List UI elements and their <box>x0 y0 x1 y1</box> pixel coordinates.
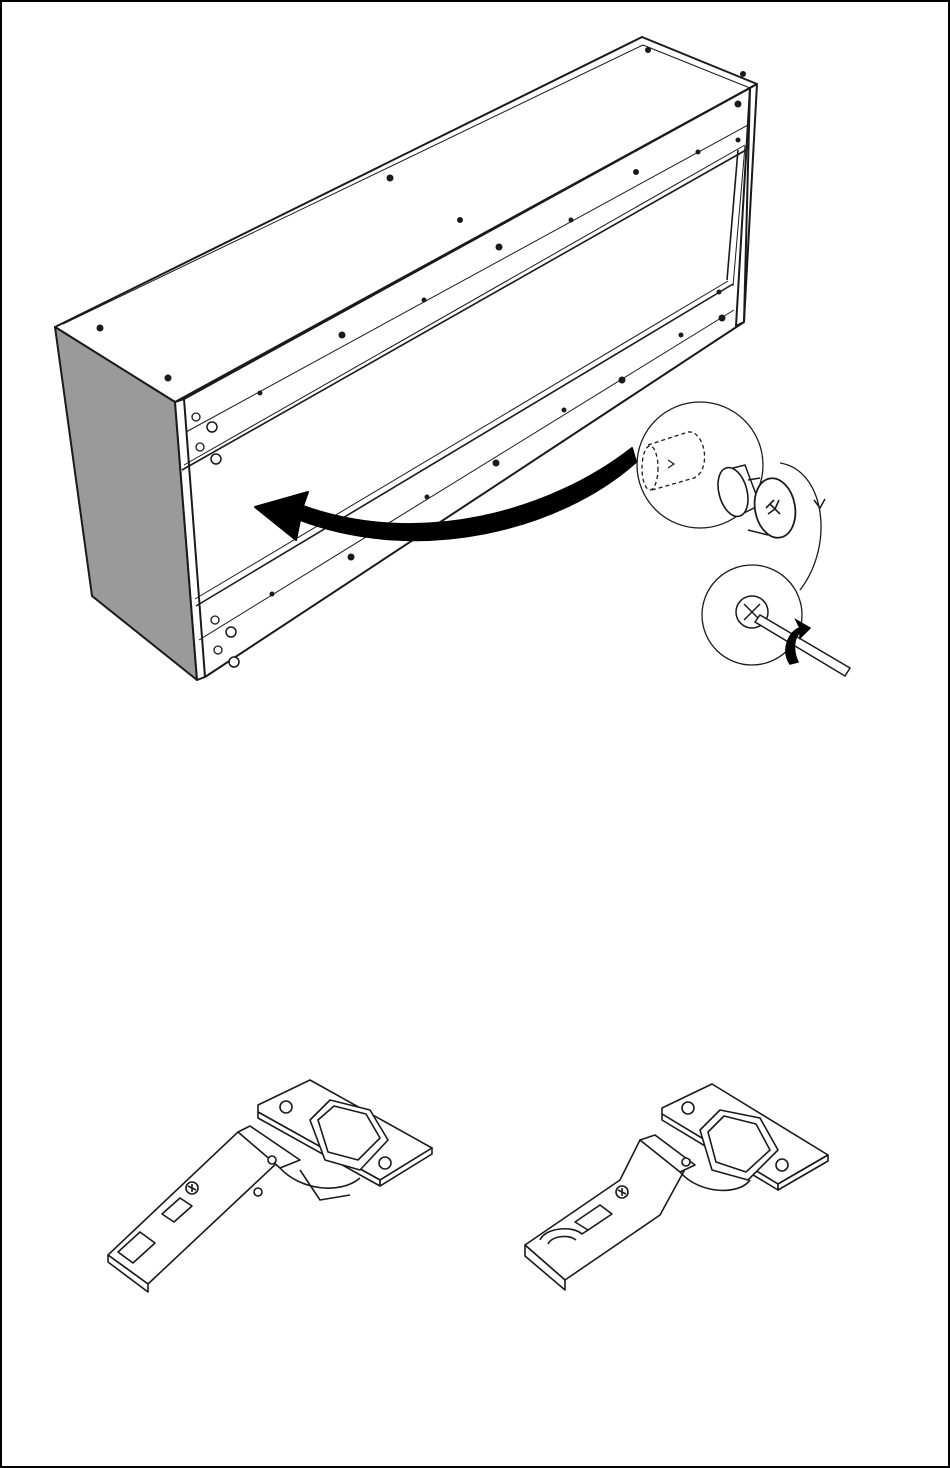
cabinet-top-panel <box>55 37 757 402</box>
hinge-right <box>525 1084 828 1290</box>
concealed-hinge-icon <box>108 1080 432 1292</box>
concealed-hinge-icon <box>525 1084 828 1290</box>
cam-lock-detail <box>637 402 825 590</box>
curved-arrow-icon <box>255 448 636 540</box>
cabinet-assembly <box>55 37 757 680</box>
hinge-left <box>108 1080 432 1292</box>
cam-lock-icon <box>713 464 800 541</box>
direction-arrow <box>255 448 636 540</box>
back-panel-holes <box>270 290 726 597</box>
screwdriver-detail <box>702 565 850 676</box>
